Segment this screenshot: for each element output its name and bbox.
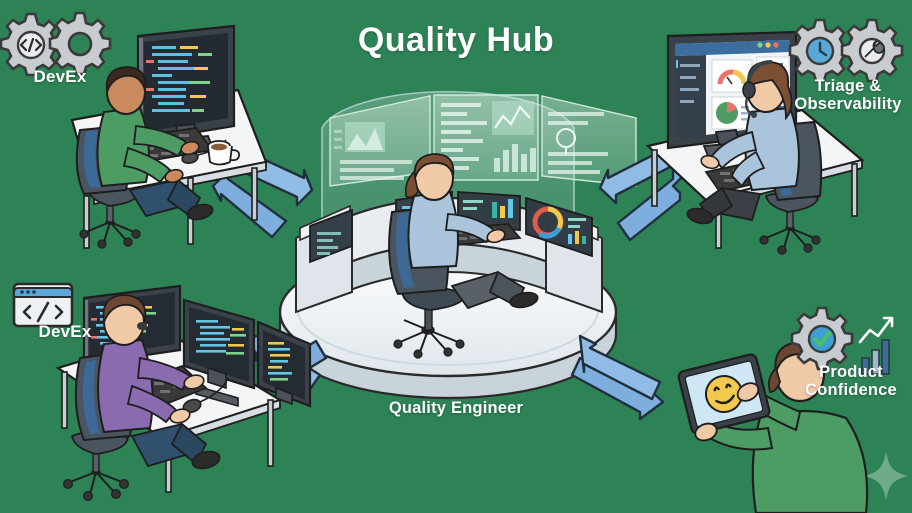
hologram-screen-center — [433, 94, 539, 181]
wrench-gear-icon — [840, 18, 904, 83]
icon-group-top-right — [788, 18, 904, 83]
headset-icon — [742, 60, 773, 118]
hologram-screen-left — [329, 95, 431, 187]
person-top-right — [686, 60, 823, 255]
tablet-device — [677, 353, 771, 435]
hologram-screen-right — [541, 95, 637, 187]
quality-engineer-figure — [388, 153, 539, 359]
code-gear-icon — [0, 12, 63, 77]
code-window-icon — [12, 282, 74, 328]
coffee-mug — [207, 140, 241, 166]
monitor-bottom-left-2 — [182, 298, 256, 408]
gear-icon — [48, 11, 112, 76]
console-monitor-left — [309, 208, 353, 264]
workstation-top-right — [645, 30, 865, 255]
check-gear-icon — [790, 306, 854, 371]
person-tablet-bottom-right — [677, 340, 869, 513]
person-top-left — [75, 66, 214, 249]
growth-chart-icon — [858, 316, 894, 375]
icon-group-top-left — [0, 11, 112, 77]
icon-group-bottom-right — [790, 306, 894, 375]
workstation-bottom-left — [55, 284, 312, 502]
console-monitor-right — [525, 196, 593, 258]
workstation-top-left — [70, 24, 268, 249]
arrow-bottom-right — [570, 334, 665, 421]
person-bottom-left — [62, 294, 221, 502]
monitor-bottom-left-3 — [256, 320, 312, 408]
sparkle-icon — [864, 451, 908, 501]
central-hub — [278, 90, 637, 400]
